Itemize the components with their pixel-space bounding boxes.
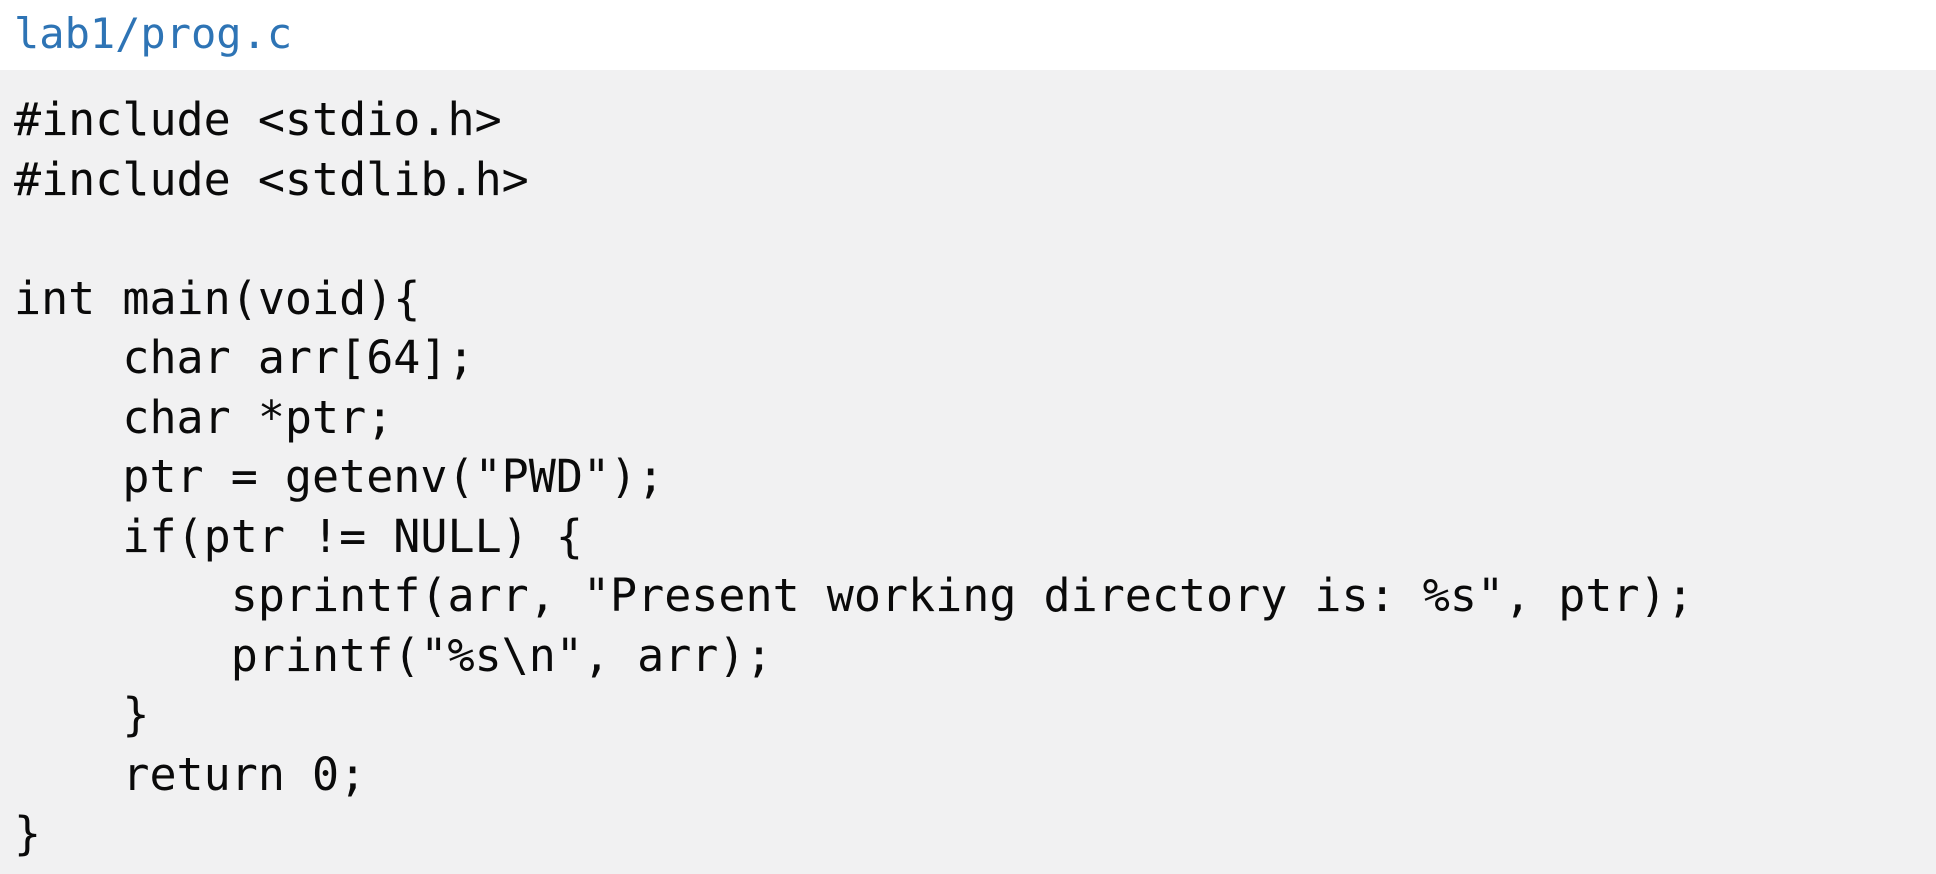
code-line: printf("%s\n", arr); [14,628,773,682]
code-block: #include <stdio.h> #include <stdlib.h> in… [0,70,1936,874]
code-line [14,209,1936,269]
code-line: } [14,807,42,860]
code-line: if(ptr != NULL) { [14,509,583,563]
code-line: ptr = getenv("PWD"); [14,450,665,503]
code-line: #include <stdlib.h> [14,152,529,206]
code-line: } [14,688,150,741]
code-line: sprintf(arr, "Present working directory … [14,569,1694,622]
code-line: #include <stdio.h> [14,93,502,146]
code-line: char *ptr; [14,390,394,444]
file-path-title: lab1/prog.c [14,9,293,58]
code-line: int main(void){ [14,271,421,325]
code-line: return 0; [14,747,367,801]
code-line: char arr[64]; [14,331,475,384]
